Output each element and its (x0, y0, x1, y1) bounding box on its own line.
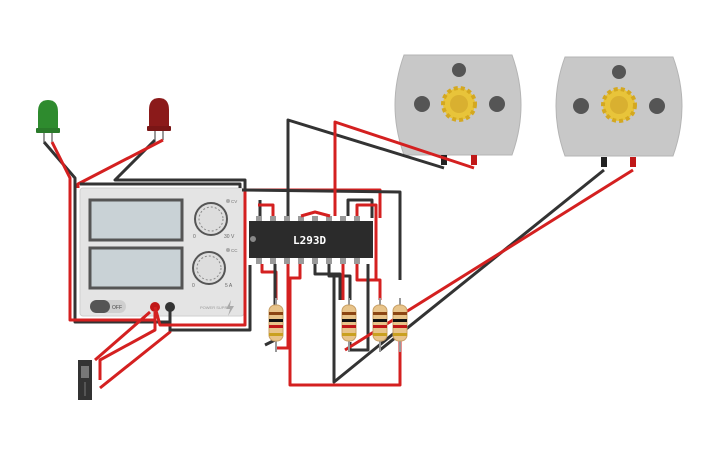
wire[interactable] (241, 188, 402, 280)
motor-1-gear-icon (441, 86, 477, 122)
chip-pins-top (256, 216, 360, 222)
wire[interactable] (76, 138, 164, 188)
motor-2-gear-icon (601, 87, 637, 123)
wire[interactable] (113, 138, 247, 192)
wire[interactable] (153, 188, 382, 327)
motor-2-hole-right (649, 98, 665, 114)
lightning-icon (226, 300, 234, 316)
chip-body (249, 221, 373, 258)
motor-2-terminal-red[interactable] (630, 157, 636, 167)
motor-2-hole-left (573, 98, 589, 114)
wire[interactable] (98, 312, 157, 380)
wires (42, 118, 634, 390)
slide-switch-lever[interactable] (81, 366, 89, 378)
wire[interactable] (300, 210, 331, 218)
led-red[interactable] (147, 98, 171, 140)
wire[interactable] (276, 264, 290, 350)
wire[interactable] (94, 310, 151, 362)
wire[interactable] (80, 182, 242, 188)
led-green[interactable] (36, 100, 60, 142)
wire[interactable] (327, 264, 352, 300)
motor-1-terminal-red[interactable] (471, 155, 477, 165)
resistor-r2[interactable] (341, 298, 357, 352)
psu-display-voltage (88, 198, 184, 242)
resistor-r3[interactable] (372, 298, 388, 352)
wire[interactable] (379, 168, 605, 352)
wire[interactable] (168, 265, 252, 332)
wire[interactable] (258, 203, 275, 216)
psu-knob-voltage[interactable] (194, 202, 228, 236)
wire[interactable] (332, 276, 399, 384)
psu-off-label: OFF (112, 305, 122, 311)
psu-cc-indicator (226, 248, 230, 252)
chip-label: L293D (293, 234, 326, 247)
resistor-r4[interactable] (392, 298, 408, 352)
chip-notch (250, 236, 256, 242)
psu-brand-label: POWER SUPPLY (200, 305, 232, 310)
motor-1[interactable] (394, 54, 522, 165)
motor-1-hole-left (414, 96, 430, 112)
l293d-chip[interactable]: L293D (249, 216, 373, 264)
psu-cc-label: CC (231, 248, 238, 253)
wire[interactable] (286, 118, 445, 216)
wire[interactable] (288, 264, 402, 387)
psu-display-current (88, 246, 184, 290)
motor-1-terminal-black[interactable] (441, 155, 447, 165)
resistor-r1[interactable] (268, 298, 284, 352)
psu-knob-current-max: 5 A (225, 283, 233, 289)
motor-2-hole-top (612, 65, 626, 79)
wire[interactable] (50, 141, 155, 322)
power-supply[interactable]: 0 30 V CV 0 5 A CC OFF POWER SUPPLY (79, 187, 245, 317)
psu-knob-voltage-max: 30 V (224, 234, 235, 240)
psu-cv-label: CV (231, 199, 237, 204)
psu-power-switch[interactable]: OFF (90, 300, 126, 313)
wire[interactable] (333, 120, 475, 216)
slide-switch[interactable] (78, 360, 92, 400)
psu-cv-indicator (226, 199, 230, 203)
wire[interactable] (344, 168, 634, 352)
psu-knob-current-min: 0 (192, 283, 195, 289)
psu-knob-voltage-min: 0 (193, 234, 196, 240)
psu-knob-current[interactable] (192, 251, 226, 285)
motor-1-hole-right (489, 96, 505, 112)
chip-pins-bottom (256, 258, 360, 264)
wire[interactable] (355, 203, 378, 280)
motor-2[interactable] (555, 56, 683, 167)
motor-2-terminal-black[interactable] (601, 157, 607, 167)
motor-1-hole-top (452, 63, 466, 77)
wire[interactable] (346, 198, 374, 218)
